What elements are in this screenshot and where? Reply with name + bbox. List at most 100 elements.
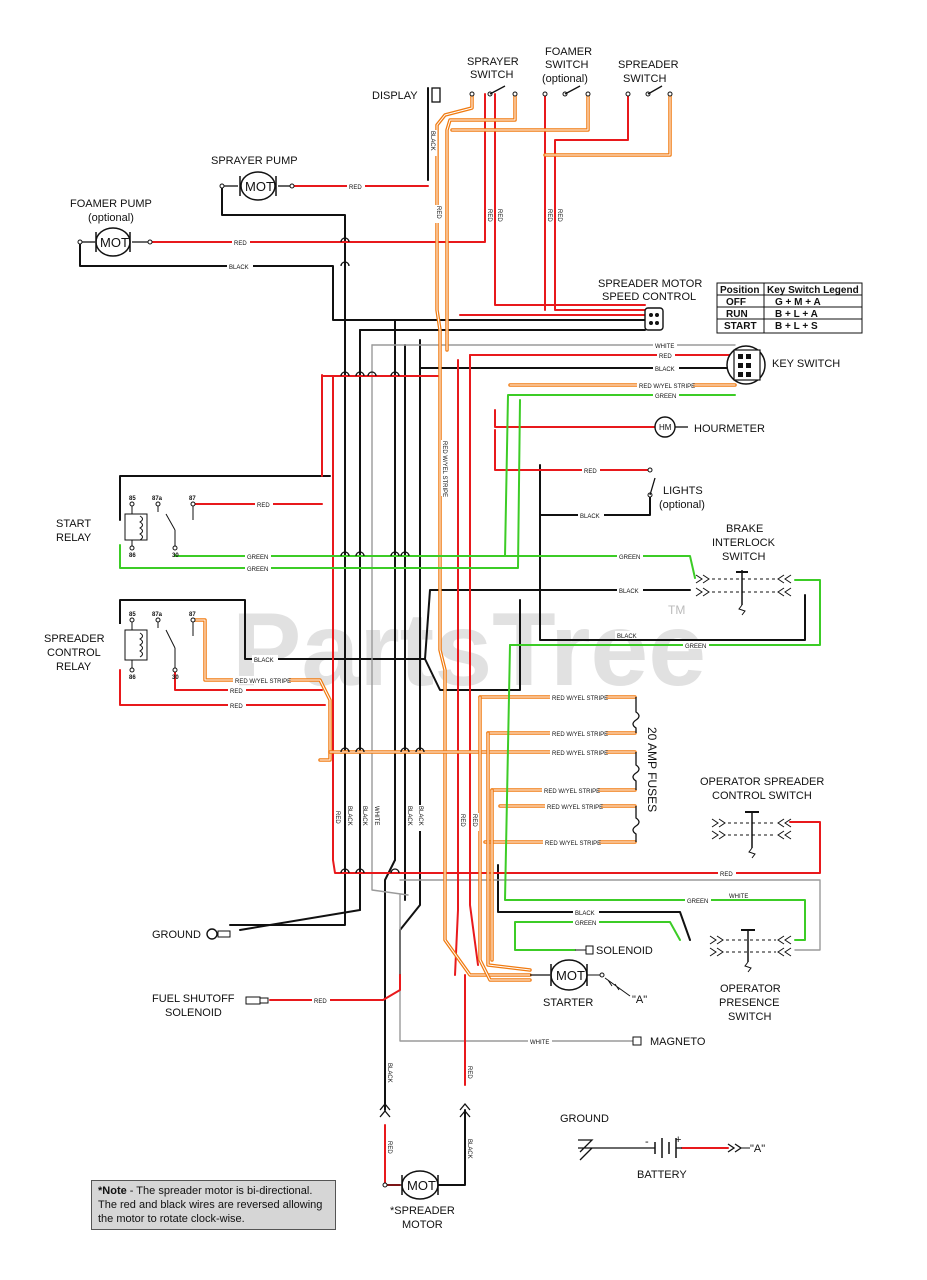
lights-switch: LIGHTS (optional) <box>647 467 705 511</box>
red-wires <box>119 93 821 1186</box>
wire-label: RED <box>720 872 733 878</box>
wire-label: GREEN <box>575 921 596 927</box>
fuses: 20 AMP FUSES <box>632 697 659 842</box>
wire-label: BLACK <box>361 806 367 826</box>
wire-label: RED <box>334 811 340 824</box>
sprayer-switch: SPRAYER SWITCH <box>467 56 519 97</box>
spreader-control-relay: 85 87a 87 86 30 SPREADER CONTROL RELAY <box>44 600 196 681</box>
wire-label: RED <box>459 814 465 827</box>
red-yellow-stripe-wires <box>191 94 737 982</box>
relay-terminal: 87a <box>152 496 163 502</box>
wire-label: RED W/YEL STRIPE <box>235 679 291 685</box>
legend-header: Key Switch Legend <box>767 285 859 296</box>
wire-label: RED <box>496 209 502 222</box>
speed-control-label: SPEED CONTROL <box>602 291 696 303</box>
wire-labels: RED RED BLACK RED GREEN GREEN BLACK RED … <box>227 130 751 1164</box>
wire-label: RED W/YEL STRIPE <box>547 805 603 811</box>
wire-label: RED <box>349 185 362 191</box>
wire-label: RED <box>435 206 441 219</box>
wire-label: RED <box>230 704 243 710</box>
spreader-switch-label: SWITCH <box>623 73 666 85</box>
foamer-pump-label: (optional) <box>88 212 134 224</box>
start-relay: 85 87a 87 86 30 START RELAY <box>56 496 196 559</box>
wire-label: RED <box>234 241 247 247</box>
wire-label: BLACK <box>254 658 274 664</box>
brake-interlock-label: SWITCH <box>722 551 765 563</box>
magneto: MAGNETO <box>632 1036 706 1048</box>
hourmeter-symbol: HM <box>659 423 672 432</box>
wire-label: WHITE <box>530 1040 549 1046</box>
fuel-shutoff-label: FUEL SHUTOFF <box>152 993 235 1005</box>
display-connector: DISPLAY <box>372 87 441 103</box>
brake-interlock-switch: BRAKE INTERLOCK SWITCH <box>695 523 792 616</box>
operator-presence-switch: OPERATOR PRESENCE SWITCH <box>709 929 792 1023</box>
solenoid-label: SOLENOID <box>596 945 653 957</box>
wire-label: BLACK <box>346 806 352 826</box>
wire-label: GREEN <box>247 555 268 561</box>
legend-cell: RUN <box>726 309 748 320</box>
wire-label: RED W/YEL STRIPE <box>544 789 600 795</box>
legend-cell: B + L + A <box>775 309 818 320</box>
wire-label: RED <box>584 469 597 475</box>
foamer-switch-label: SWITCH <box>545 59 588 71</box>
battery-ref-label: "A" <box>750 1143 765 1155</box>
wire-label: BLACK <box>406 806 412 826</box>
starter-motor: MOT STARTER "A" <box>530 959 647 1009</box>
wire-label: BLACK <box>575 911 595 917</box>
spreader-motor: MOT *SPREADER MOTOR <box>382 1170 455 1231</box>
battery-label: BATTERY <box>637 1169 687 1181</box>
wire-label: WHITE <box>373 806 379 825</box>
wire-label: RED <box>546 209 552 222</box>
wire-label: RED W/YEL STRIPE <box>441 441 447 497</box>
start-relay-label: START <box>56 518 91 530</box>
battery-neg: - <box>645 1136 649 1148</box>
wire-label: RED <box>556 209 562 222</box>
sprayer-pump-label: SPRAYER PUMP <box>211 155 298 167</box>
operator-spreader-switch-label: OPERATOR SPREADER <box>700 776 824 788</box>
wire-label: RED <box>230 689 243 695</box>
wire-label: GREEN <box>247 567 268 573</box>
sprayer-switch-label: SPRAYER <box>467 56 519 68</box>
motor-label: MOT <box>556 968 585 983</box>
hourmeter: HM HOURMETER <box>654 416 765 438</box>
legend-cell: OFF <box>726 297 746 308</box>
relay-terminal: 85 <box>129 612 136 618</box>
start-relay-label: RELAY <box>56 532 92 544</box>
lights-label: (optional) <box>659 499 705 511</box>
fuses-label: 20 AMP FUSES <box>645 727 659 812</box>
wire-label: RED <box>486 209 492 222</box>
relay-terminal: 87 <box>189 496 196 502</box>
wire-label: RED <box>386 1141 392 1154</box>
key-switch: KEY SWITCH <box>726 345 840 385</box>
magneto-label: MAGNETO <box>650 1036 706 1048</box>
operator-spreader-switch-label: CONTROL SWITCH <box>712 790 812 802</box>
wire-crossovers <box>340 237 425 874</box>
wire-label: WHITE <box>655 344 674 350</box>
wire-label: BLACK <box>655 367 675 373</box>
relay-terminal: 30 <box>172 675 179 681</box>
relay-terminal: 86 <box>129 675 136 681</box>
foamer-pump-motor: MOT FOAMER PUMP (optional) <box>70 198 153 257</box>
display-label: DISPLAY <box>372 90 418 102</box>
fuel-shutoff-label: SOLENOID <box>165 1007 222 1019</box>
relay-terminal: 87a <box>152 612 163 618</box>
spreader-motor-label: MOTOR <box>402 1219 443 1231</box>
wire-label: RED W/YEL STRIPE <box>552 696 608 702</box>
note-box: *Note - The spreader motor is bi-directi… <box>91 1180 336 1230</box>
brake-interlock-label: INTERLOCK <box>712 537 776 549</box>
operator-presence-label: PRESENCE <box>719 997 780 1009</box>
wire-label: BLACK <box>580 514 600 520</box>
spreader-switch: SPREADER SWITCH <box>618 59 679 97</box>
trademark: TM <box>668 603 685 617</box>
relay-terminal: 87 <box>189 612 196 618</box>
sprayer-switch-label: SWITCH <box>470 69 513 81</box>
key-switch-legend: Position Key Switch Legend OFF G + M + A… <box>716 282 863 334</box>
battery: GROUND - + "A" BATTERY <box>560 1113 765 1181</box>
wire-label: RED <box>257 503 270 509</box>
solenoid: SOLENOID <box>575 945 653 957</box>
note-text: - The spreader motor is bi-directional. … <box>98 1185 323 1225</box>
foamer-switch-label: (optional) <box>542 73 588 85</box>
spreader-control-relay-label: RELAY <box>56 661 92 673</box>
note-title: *Note <box>98 1185 127 1197</box>
